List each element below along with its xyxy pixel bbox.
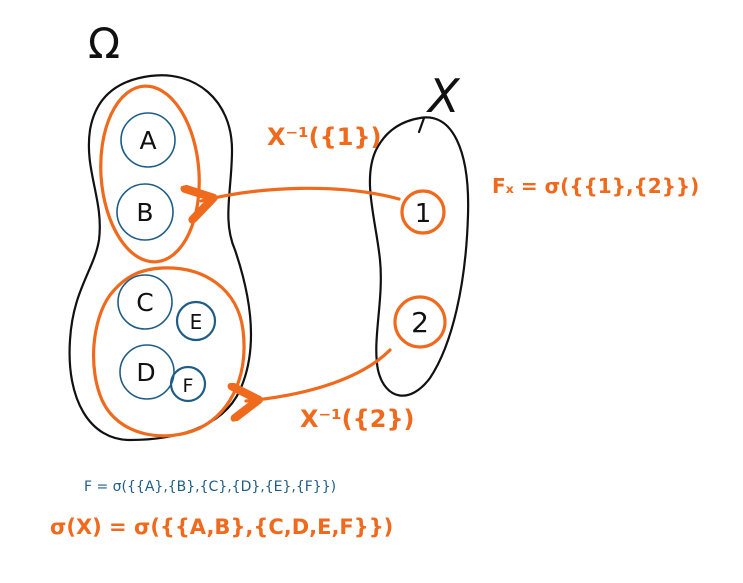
- outcome-label-d: D: [136, 358, 155, 387]
- outcome-label-c: C: [136, 288, 153, 317]
- fx-sigma-algebra: Fₓ = σ({{1},{2}}): [492, 174, 699, 198]
- x-label-pointer: [417, 116, 426, 134]
- outcome-label-f: F: [183, 375, 194, 397]
- outcome-label-e: E: [190, 310, 203, 334]
- value-label-1: 1: [415, 199, 432, 229]
- outcome-label-a: A: [139, 126, 156, 155]
- outcome-c: [117, 274, 173, 330]
- omega-sample-space: [68, 74, 252, 442]
- value-circle-2: [393, 295, 447, 349]
- preimage-label-top: X⁻¹({1}): [267, 123, 382, 151]
- outcome-e: [175, 300, 217, 342]
- partition-ab: [99, 84, 201, 264]
- preimage-arrow-bottom: [246, 348, 392, 401]
- value-circle-1: [400, 189, 446, 235]
- x-value-space: [368, 116, 470, 397]
- preimage-label-bottom: X⁻¹({2}): [300, 405, 415, 433]
- f-sigma-algebra: F = σ({{A},{B},{C},{D},{E},{F}}): [84, 479, 336, 495]
- outcome-a: [120, 112, 176, 168]
- omega-label: Ω: [88, 19, 120, 68]
- partition-cdef: [92, 266, 246, 438]
- preimage-arrow-top: [201, 188, 401, 201]
- outcome-f: [169, 365, 207, 403]
- sigma-x-sigma-algebra: σ(X) = σ({{A,B},{C,D,E,F}}): [50, 515, 393, 539]
- x-label: X: [426, 69, 461, 123]
- outcome-b: [116, 183, 174, 241]
- value-label-2: 2: [411, 306, 429, 339]
- outcome-label-b: B: [136, 198, 153, 227]
- outcome-d: [119, 344, 175, 400]
